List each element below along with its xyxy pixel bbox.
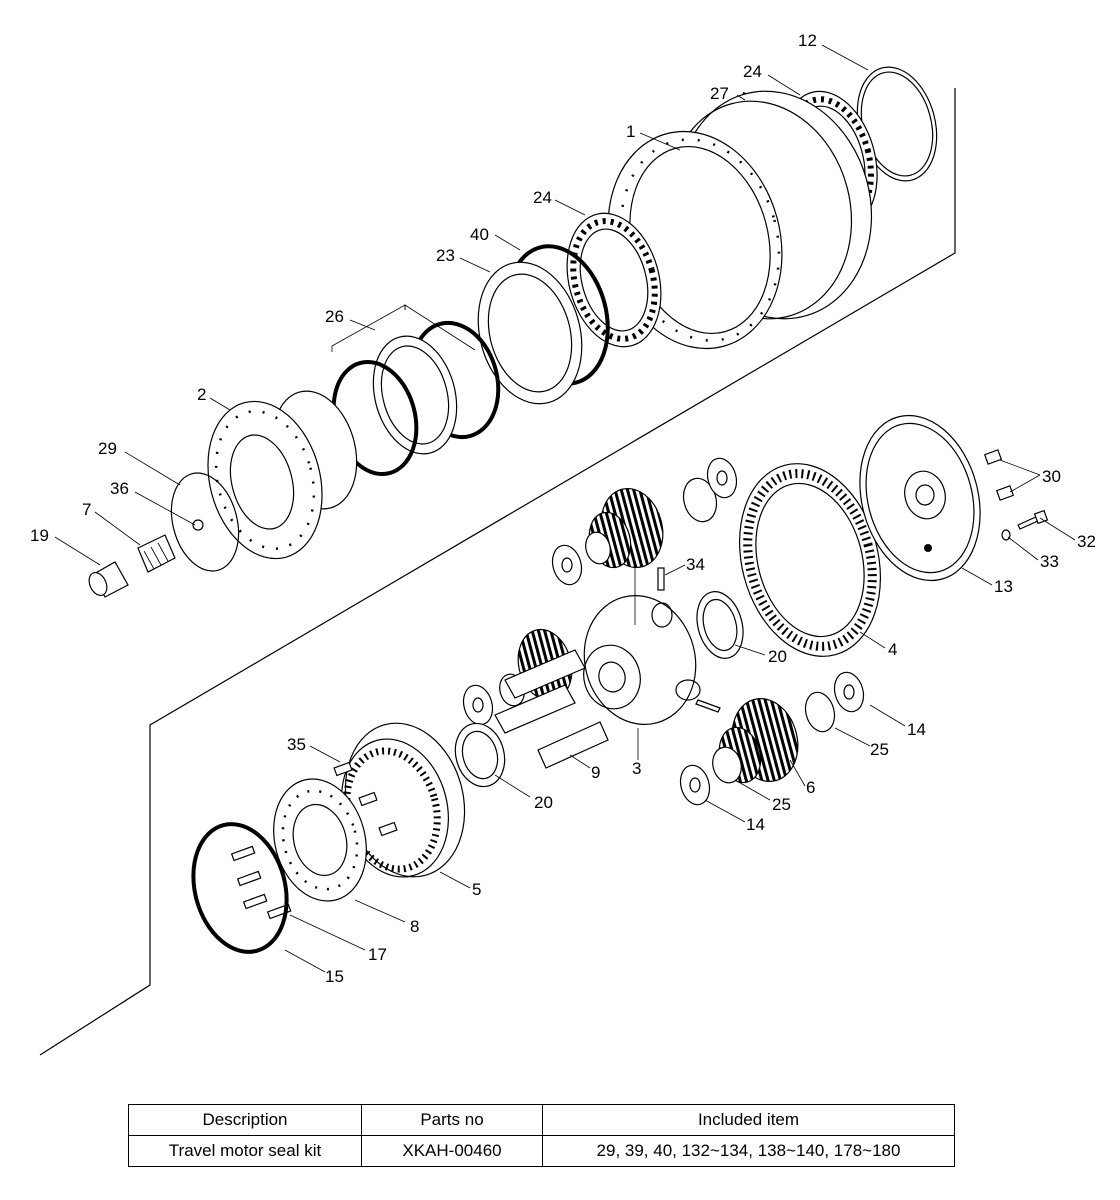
part-4-ring-gear xyxy=(738,463,882,657)
part-2-hub xyxy=(207,390,358,560)
label-17: 17 xyxy=(368,945,387,964)
callout-labels: 12 24 27 1 24 40 23 26 2 29 36 7 19 30 3… xyxy=(30,31,1096,986)
label-7: 7 xyxy=(82,500,91,519)
table-row: Travel motor seal kit XKAH-00460 29, 39,… xyxy=(128,1135,955,1167)
part-34-pin xyxy=(657,567,665,591)
label-13: 13 xyxy=(994,577,1013,596)
part-29-retaining-ring xyxy=(170,472,240,572)
seal-kit-table: Description Parts no Included item Trave… xyxy=(128,1104,955,1167)
planet-gear-right-group xyxy=(679,671,865,806)
label-6: 6 xyxy=(806,778,815,797)
label-20-upper: 20 xyxy=(768,647,787,666)
assembly-plane-outline xyxy=(39,88,956,1056)
header-parts-no: Parts no xyxy=(361,1104,543,1136)
label-1: 1 xyxy=(626,122,635,141)
label-4: 4 xyxy=(888,640,897,659)
label-35: 35 xyxy=(287,735,306,754)
label-14-upper: 14 xyxy=(907,720,926,739)
part-7-spline-shaft xyxy=(137,534,176,573)
part-35-bolts xyxy=(333,761,398,837)
part-30-plugs xyxy=(983,449,1015,501)
label-33: 33 xyxy=(1040,552,1059,571)
label-27: 27 xyxy=(710,84,729,103)
label-14-lower: 14 xyxy=(746,815,765,834)
label-2: 2 xyxy=(197,385,206,404)
label-30: 30 xyxy=(1042,467,1061,486)
label-34: 34 xyxy=(686,555,705,574)
label-32: 32 xyxy=(1077,532,1096,551)
label-15: 15 xyxy=(325,967,344,986)
label-12: 12 xyxy=(798,31,817,50)
label-9: 9 xyxy=(591,763,600,782)
part-9-pins xyxy=(494,649,609,769)
header-included-item: Included item xyxy=(542,1104,955,1136)
label-25-lower: 25 xyxy=(772,795,791,814)
part-13-cover xyxy=(859,414,981,582)
leader-lines xyxy=(54,44,1076,973)
label-25-upper: 25 xyxy=(870,740,889,759)
label-29: 29 xyxy=(98,439,117,458)
label-3: 3 xyxy=(632,759,641,778)
exploded-parts-diagram: 12 24 27 1 24 40 23 26 2 29 36 7 19 30 3… xyxy=(30,31,1096,1056)
label-23: 23 xyxy=(436,246,455,265)
label-5: 5 xyxy=(472,880,481,899)
label-40: 40 xyxy=(470,225,489,244)
part-20-thrust-ring-lower xyxy=(454,722,506,788)
part-33-washer xyxy=(1001,529,1011,541)
part-19-coupling xyxy=(88,561,129,598)
label-24-lower: 24 xyxy=(533,188,552,207)
label-8: 8 xyxy=(410,917,419,936)
cell-parts-no: XKAH-00460 xyxy=(361,1135,543,1167)
cell-included-item: 29, 39, 40, 132~134, 138~140, 178~180 xyxy=(542,1135,955,1167)
label-26: 26 xyxy=(325,307,344,326)
cell-description: Travel motor seal kit xyxy=(128,1135,362,1167)
part-1-housing xyxy=(607,90,873,350)
part-8-flange xyxy=(273,778,367,902)
label-19: 19 xyxy=(30,526,49,545)
label-20-lower: 20 xyxy=(534,793,553,812)
part-24-bearing-lower xyxy=(566,212,662,348)
part-3-carrier xyxy=(583,595,721,725)
header-description: Description xyxy=(128,1104,362,1136)
planet-gear-upper-group xyxy=(551,457,738,586)
table-header-row: Description Parts no Included item xyxy=(128,1104,955,1136)
part-23-seal-ring xyxy=(477,261,583,405)
part-36-ball xyxy=(192,519,204,531)
part-20-thrust-ring-upper xyxy=(696,591,744,659)
part-15-o-ring xyxy=(191,822,289,954)
label-36: 36 xyxy=(110,479,129,498)
label-24-upper: 24 xyxy=(743,62,762,81)
part-26-floating-seal-set xyxy=(331,304,501,477)
